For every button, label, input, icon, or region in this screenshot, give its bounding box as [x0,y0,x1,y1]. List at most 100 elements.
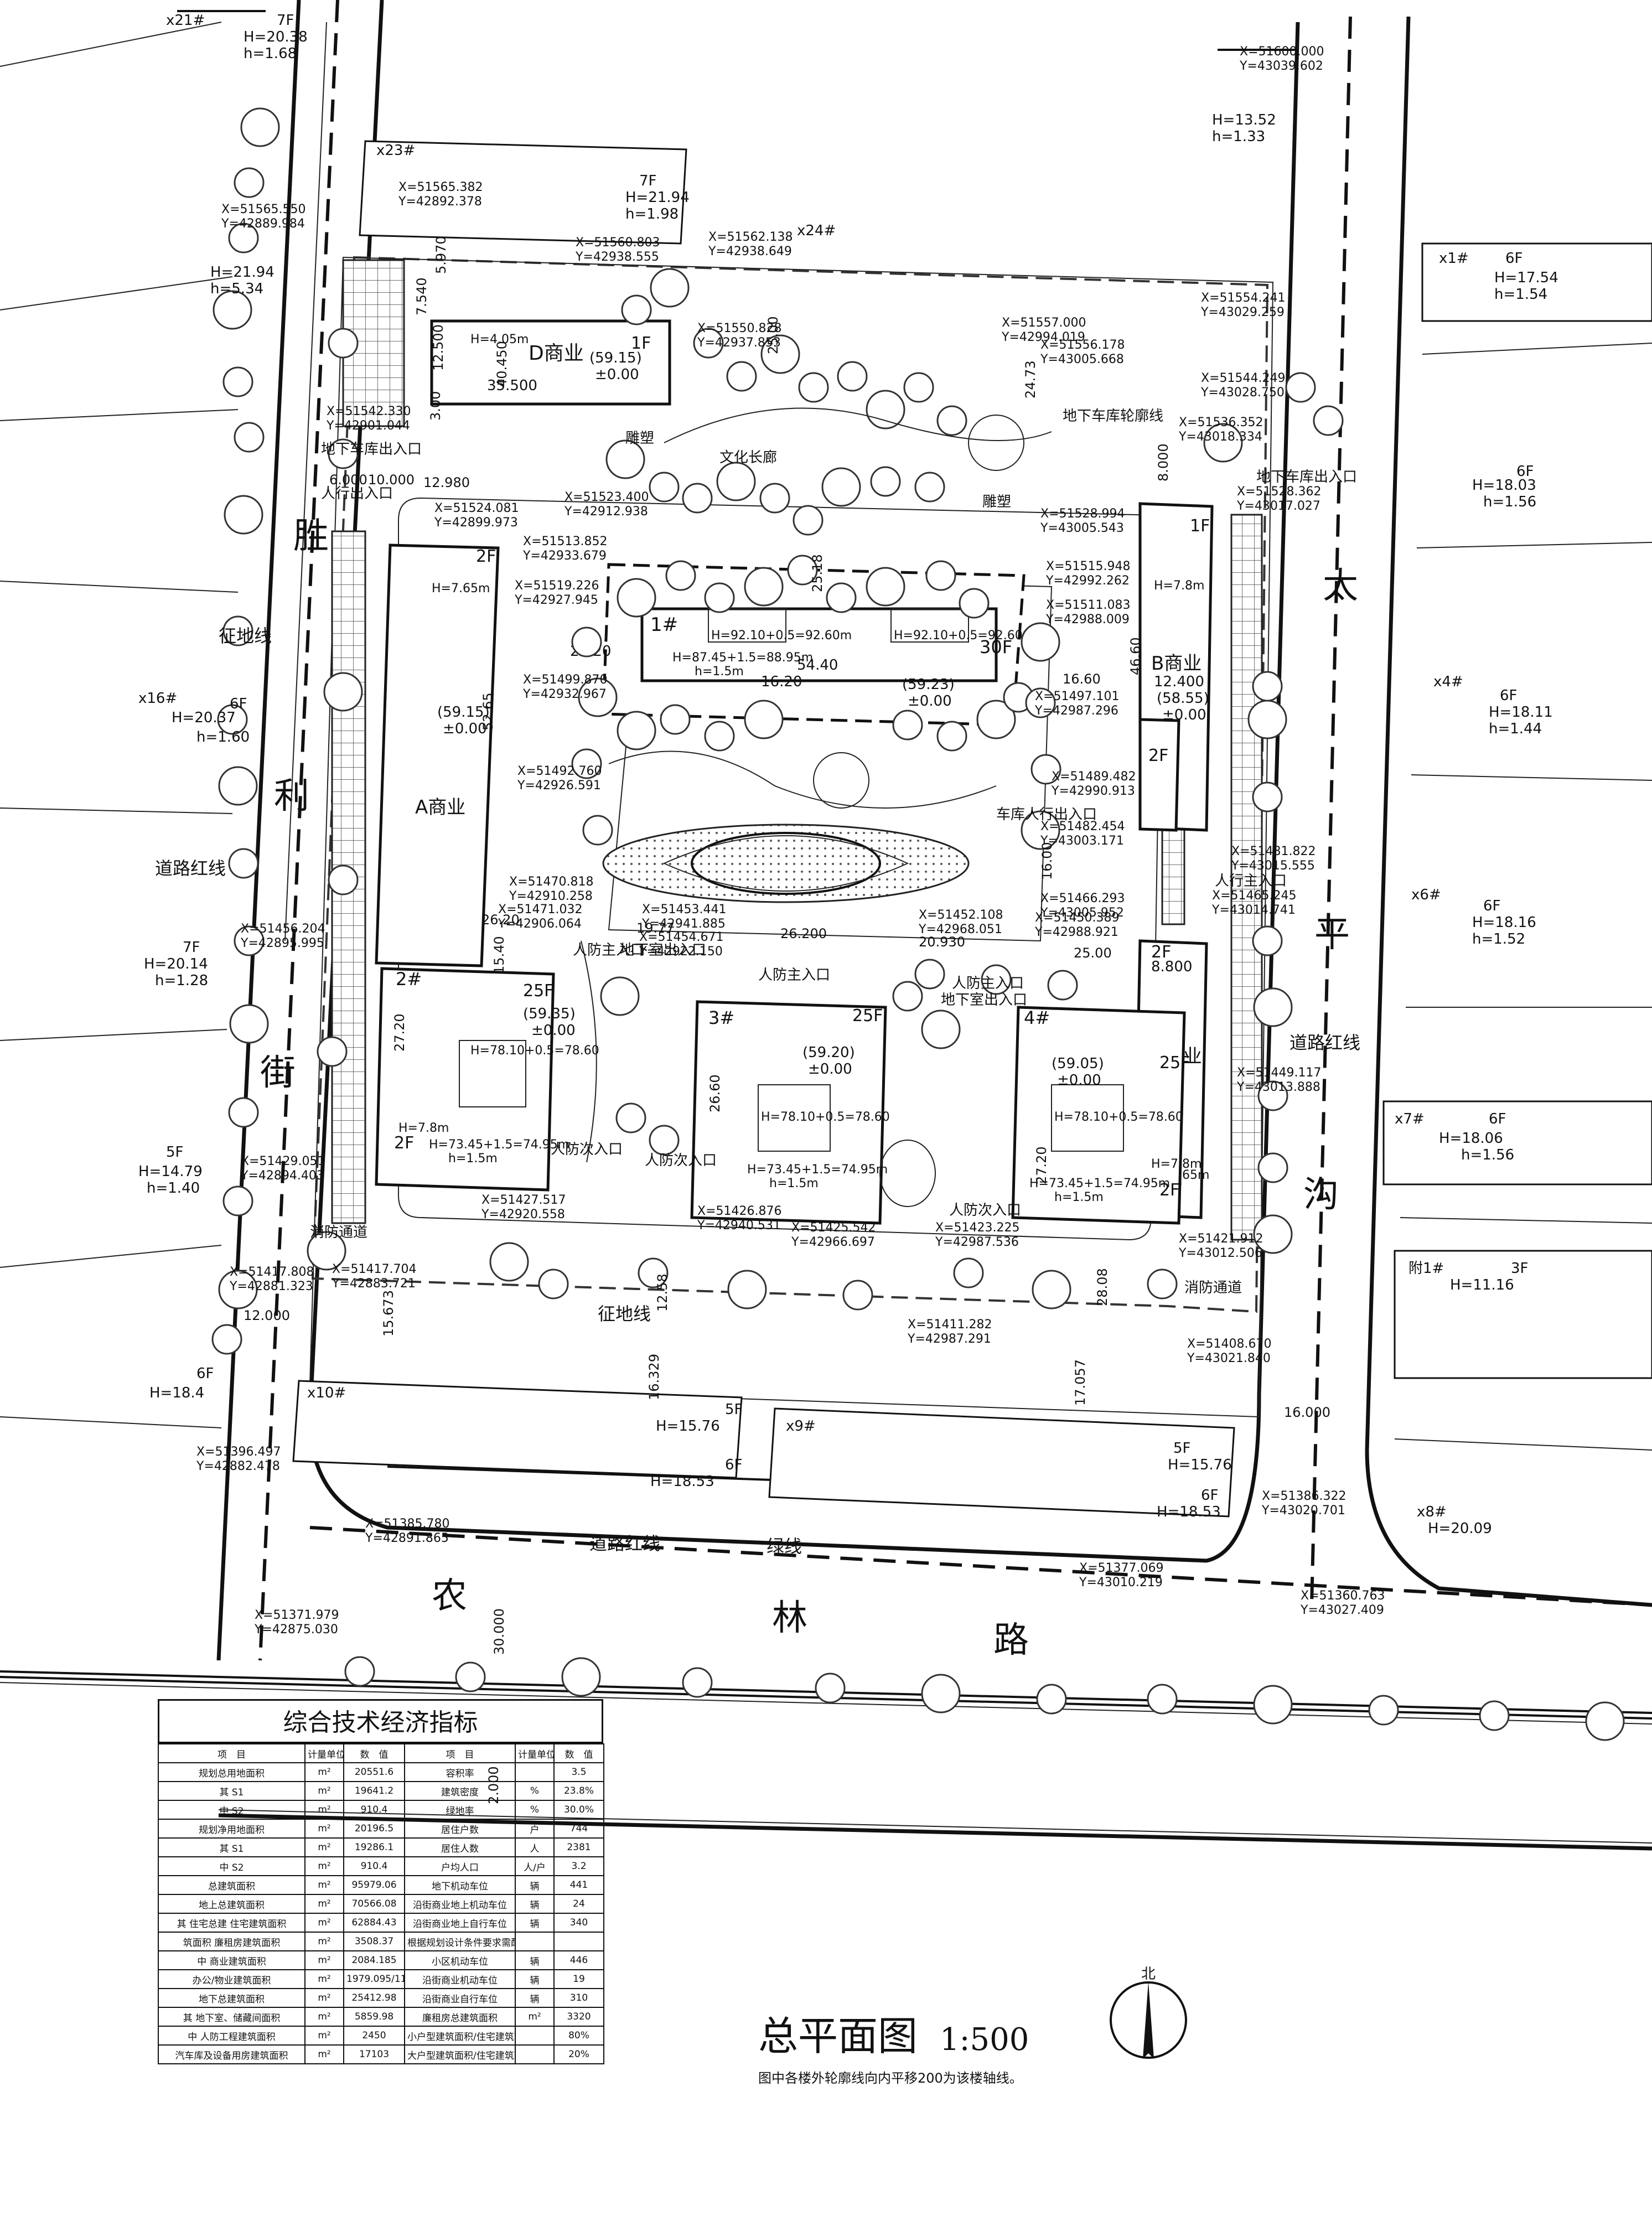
coord-x: X=51544.249 [1201,371,1285,385]
dimension-label: 5.970 [433,236,449,274]
tree-icon [224,495,263,535]
tree-icon [605,439,645,479]
building-d-floors: 1F [631,334,651,353]
coord-y: Y=42901.044 [326,419,410,433]
neighbor-x2-floors: 6F [1516,463,1534,480]
coord-y: Y=43014.741 [1211,903,1296,917]
kpi-cell: 中 商业建筑面积 [158,1950,305,1970]
dimension-label: 28.08 [1095,1268,1110,1306]
tower-2-h3: h=1.5m [448,1152,498,1166]
tree-icon [578,677,618,717]
coord-x: X=51417.808 [230,1265,314,1279]
kpi-cell: 20% [553,2044,604,2064]
label-sculpture-1: 雕塑 [625,430,654,447]
east-paving [1230,514,1263,1241]
tower-2-h4: H=7.8m [398,1121,449,1135]
coord-y: Y=42892.378 [398,195,482,209]
road-south-char-2: 林 [772,1598,807,1639]
neighbor-x1-h1: H=17.54 [1494,270,1558,286]
building-a-zero: ±0.00 [443,721,487,737]
building-d-elev: (59.15) [589,350,642,366]
coord-x: X=51396.497 [196,1445,281,1459]
neighbor-x21-h2: h=1.68 [244,45,297,62]
kpi-cell: 辆 [515,1875,555,1895]
dimension-label: 24.73 [1023,360,1038,398]
coord-y: Y=42927.945 [514,593,598,607]
tree-icon [650,268,690,308]
neighbor-x4-h2: h=1.44 [1489,721,1542,737]
neighbor-x2-h1: H=18.03 [1472,477,1536,494]
label-parking-exit-w: 地下车库出入口 [321,441,422,458]
neighbor-x9-floors: 5F [1173,1440,1191,1457]
coord-x: X=51452.108 [919,908,1003,922]
neighbor-x1-name: x1# [1439,250,1469,267]
kpi-cell: 汽车库及设备用房建筑面积 [158,2044,305,2064]
kpi-cell: 3320 [553,2007,604,2027]
kpi-cell: m² [304,1856,344,1876]
kpi-cell: 辆 [515,1913,555,1933]
coord-y: Y=42891.865 [365,1531,449,1545]
drawing-note: 图中各楼外轮廓线向内平移200为该楼轴线。 [758,2070,1023,2086]
kpi-header-cell: 项 目 [404,1743,516,1763]
tower-4-floors2: 2F [1159,1181,1179,1200]
coord-x: X=51371.979 [255,1608,339,1622]
tree-icon [798,372,829,403]
neighbor-x2-h2: h=1.56 [1483,494,1536,510]
coord-y: Y=42968.051 [918,923,1002,936]
tree-icon [981,964,1012,995]
neighbor-x4-name: x4# [1433,674,1463,690]
tower-2-zero: ±0.00 [531,1022,576,1039]
tree-icon [222,615,253,646]
building-d-height: H=4.05m [470,333,529,346]
label-pedestrian-main: 人行主入口 [1215,873,1287,889]
kpi-cell: m² [304,1875,344,1895]
kpi-cell: m² [304,1819,344,1839]
coord-y: Y=43020.701 [1261,1504,1345,1518]
kpi-cell: 2450 [343,2026,405,2046]
tower-3-elev: (59.20) [802,1044,855,1061]
kpi-cell: 沿街商业自行车位 [404,1988,516,2008]
tower-3-h1: H=78.10+0.5=78.60 [761,1110,890,1124]
kpi-cell: 辆 [515,1950,555,1970]
coord-y: Y=42875.030 [254,1623,338,1637]
coord-x: X=51360.763 [1301,1589,1385,1603]
tower-4-elev: (59.05) [1052,1055,1104,1072]
dimension-label: 26.20 [481,912,520,928]
coord-y: Y=43005.668 [1040,353,1124,366]
dimension-label: 17.057 [1073,1359,1088,1406]
tree-icon [582,815,613,846]
drawing-title-text: 总平面图 [758,2013,918,2059]
kpi-cell: 3508.37 [343,1932,405,1951]
neighbor-x10-floors: 5F [725,1401,743,1418]
road-east-char-1: 太 [1323,566,1358,607]
coord-y: Y=42920.558 [481,1208,565,1221]
neighbor-top-h1: H=13.52 [1212,112,1276,128]
coord-y: Y=42988.009 [1045,613,1130,627]
neighbor-x6-h1: H=18.16 [1472,914,1536,931]
coord-x: X=51542.330 [327,405,411,418]
coord-x: X=51453.441 [642,903,726,917]
tree-icon [1368,1695,1399,1726]
tree-icon [218,766,258,806]
kpi-cell: 居住人数 [404,1837,516,1857]
coord-x: X=51513.852 [523,535,607,548]
coord-y: Y=42883.721 [332,1277,416,1291]
kpi-cell: % [515,1781,555,1801]
tower-4-floors: 25F [1159,1053,1190,1073]
tower-4: 4# 25F 2F (59.05) ±0.00 H=78.10+0.5=78.6… [1011,1006,1202,1225]
tower-1-dim: 54.40 [797,657,838,674]
neighbor-x1-floors: 6F [1505,250,1523,267]
label-pedestrian-entry: 人行出入口 [321,485,393,502]
tree-icon [211,1324,242,1355]
coord-y: Y=42912.938 [564,505,648,519]
kpi-header-cell: 计量单位 [304,1743,344,1763]
coord-y: Y=42988.921 [1034,925,1118,939]
kpi-cell: 910.4 [343,1856,405,1876]
coord-x: X=51565.382 [398,180,483,194]
tree-icon [953,1257,984,1288]
